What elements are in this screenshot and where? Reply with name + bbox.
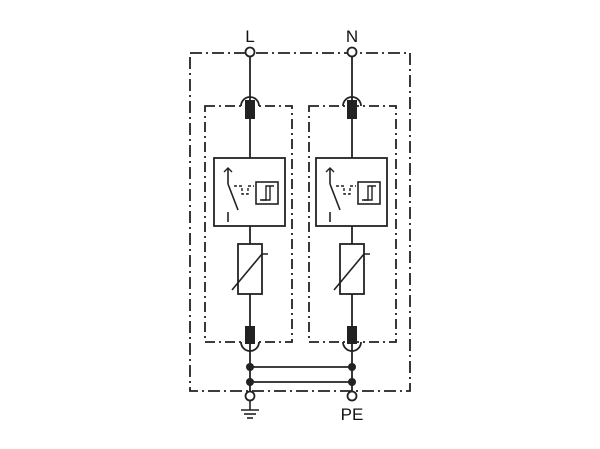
terminal-ground — [244, 390, 256, 402]
fuse-icon — [245, 326, 255, 344]
junction-dot — [348, 363, 356, 371]
terminal-label-n: N — [346, 27, 358, 46]
terminal-pe — [346, 390, 358, 402]
terminal-n — [346, 46, 358, 58]
bridge-connections — [246, 363, 356, 386]
junction-dot — [246, 378, 254, 386]
ground-icon — [241, 401, 259, 419]
fuse-icon — [347, 326, 357, 344]
thermal-disconnector-icon — [315, 157, 388, 227]
thermal-disconnector-icon — [213, 157, 286, 227]
terminal-l — [244, 46, 256, 58]
terminal-label-l: L — [245, 27, 254, 46]
junction-dot — [348, 378, 356, 386]
junction-dot — [246, 363, 254, 371]
module-left — [213, 46, 286, 402]
module-right — [315, 46, 388, 402]
terminal-label-pe: PE — [341, 405, 364, 424]
fuse-icon — [347, 100, 357, 119]
varistor-icon — [231, 243, 268, 295]
outer-enclosure — [189, 52, 411, 392]
varistor-icon — [333, 243, 370, 295]
fuse-icon — [245, 100, 255, 119]
